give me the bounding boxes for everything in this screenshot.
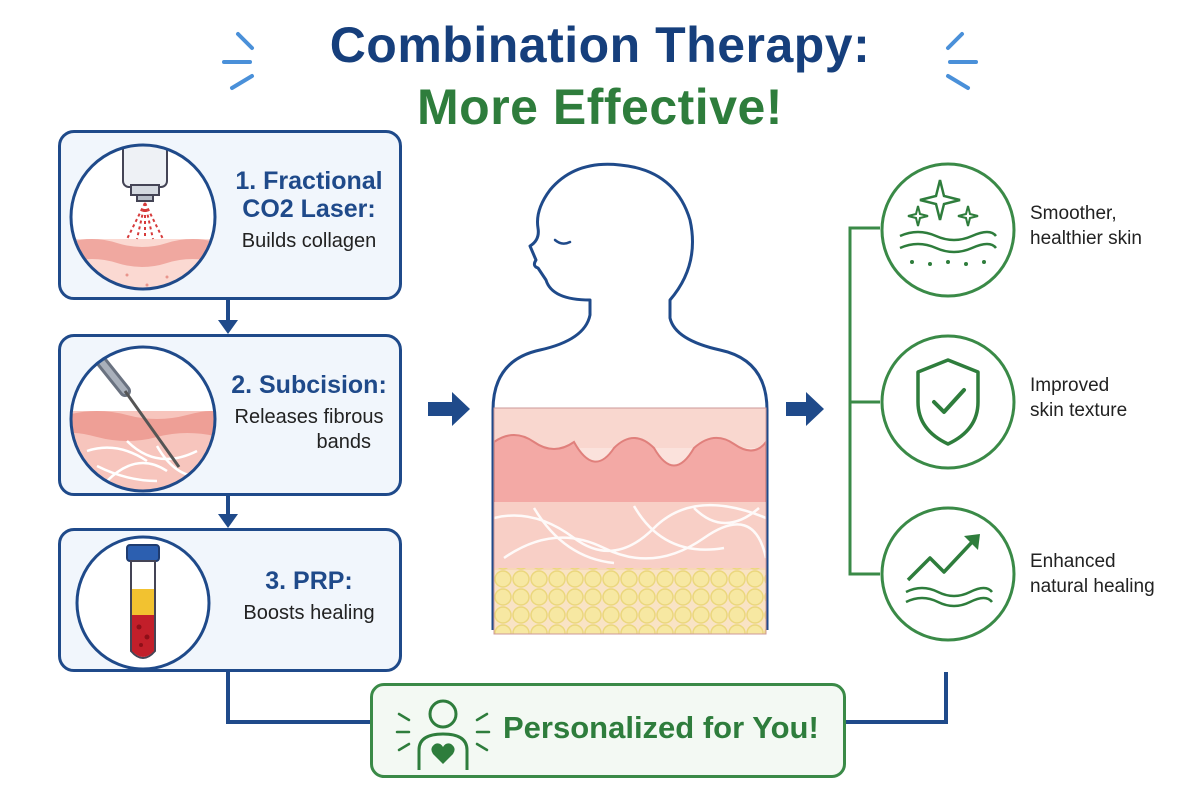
test-tube-icon xyxy=(75,535,211,671)
needle-icon xyxy=(69,345,217,493)
benefit-label-smooth-skin: Smoother,healthier skin xyxy=(1030,203,1142,249)
step-card-prp: 3. PRP: Boosts healing xyxy=(58,528,402,672)
step-description: Boosts healing xyxy=(243,602,375,624)
title-accent-right-icon xyxy=(946,32,978,90)
step-description: Builds collagen xyxy=(241,230,377,252)
laser-icon xyxy=(69,143,217,291)
step-title: 2. Subcision: xyxy=(231,371,387,399)
benefit-smooth-skin-icon xyxy=(880,162,1016,298)
benefit-texture-shield-icon xyxy=(880,334,1016,470)
page-title: Combination Therapy: xyxy=(329,17,871,73)
skin-layers-illustration xyxy=(493,407,767,635)
title-accent-left-icon xyxy=(222,32,254,90)
page-subtitle: More Effective! xyxy=(417,79,783,135)
person-heart-icon xyxy=(395,699,491,770)
step-title: 3. PRP: xyxy=(265,567,353,595)
benefit-healing-trend-icon xyxy=(880,506,1016,642)
personalized-label: Personalized for You! xyxy=(503,710,819,745)
personalized-banner: Personalized for You! xyxy=(370,683,846,778)
